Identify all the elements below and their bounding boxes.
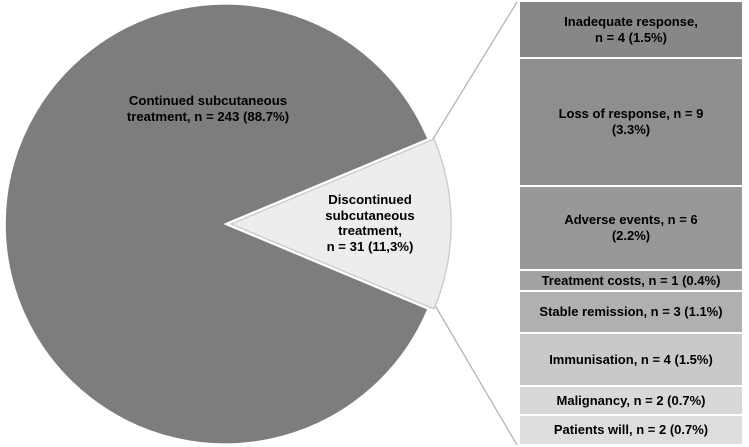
bar-segment-treatment-costs[interactable]: Treatment costs, n = 1 (0.4%) xyxy=(519,270,743,291)
bar-segment-label: Immunisation, n = 4 (1.5%) xyxy=(549,351,713,367)
bar-segment-patients-will[interactable]: Patients will, n = 2 (0.7%) xyxy=(519,415,743,445)
bar-segment-malignancy[interactable]: Malignancy, n = 2 (0.7%) xyxy=(519,386,743,415)
bar-segment-label: Inadequate response, n = 4 (1.5%) xyxy=(564,13,698,45)
connector-line-top xyxy=(432,1,518,140)
bar-segment-stable-remission[interactable]: Stable remission, n = 3 (1.1%) xyxy=(519,291,743,333)
pie-slice-discontinued[interactable] xyxy=(229,138,452,310)
bar-segment-label: Malignancy, n = 2 (0.7%) xyxy=(556,392,706,408)
pie-slice-continued[interactable] xyxy=(4,3,429,445)
bar-segment-adverse-events[interactable]: Adverse events, n = 6 (2.2%) xyxy=(519,186,743,270)
discontinuation-reasons-stacked-bar: Inadequate response, n = 4 (1.5%) Loss o… xyxy=(519,1,743,446)
bar-segment-immunisation[interactable]: Immunisation, n = 4 (1.5%) xyxy=(519,333,743,386)
bar-segment-label: Loss of response, n = 9 (3.3%) xyxy=(558,106,704,137)
bar-segment-label: Adverse events, n = 6 (2.2%) xyxy=(564,212,698,243)
bar-segment-label: Patients will, n = 2 (0.7%) xyxy=(553,422,709,438)
bar-segment-loss-of-response[interactable]: Loss of response, n = 9 (3.3%) xyxy=(519,58,743,186)
connector-line-bottom xyxy=(432,301,518,446)
bar-segment-label: Stable remission, n = 3 (1.1%) xyxy=(539,304,723,320)
bar-segment-inadequate-response[interactable]: Inadequate response, n = 4 (1.5%) xyxy=(519,1,743,58)
connector-lines xyxy=(432,1,518,446)
bar-segment-label: Treatment costs, n = 1 (0.4%) xyxy=(541,272,721,288)
